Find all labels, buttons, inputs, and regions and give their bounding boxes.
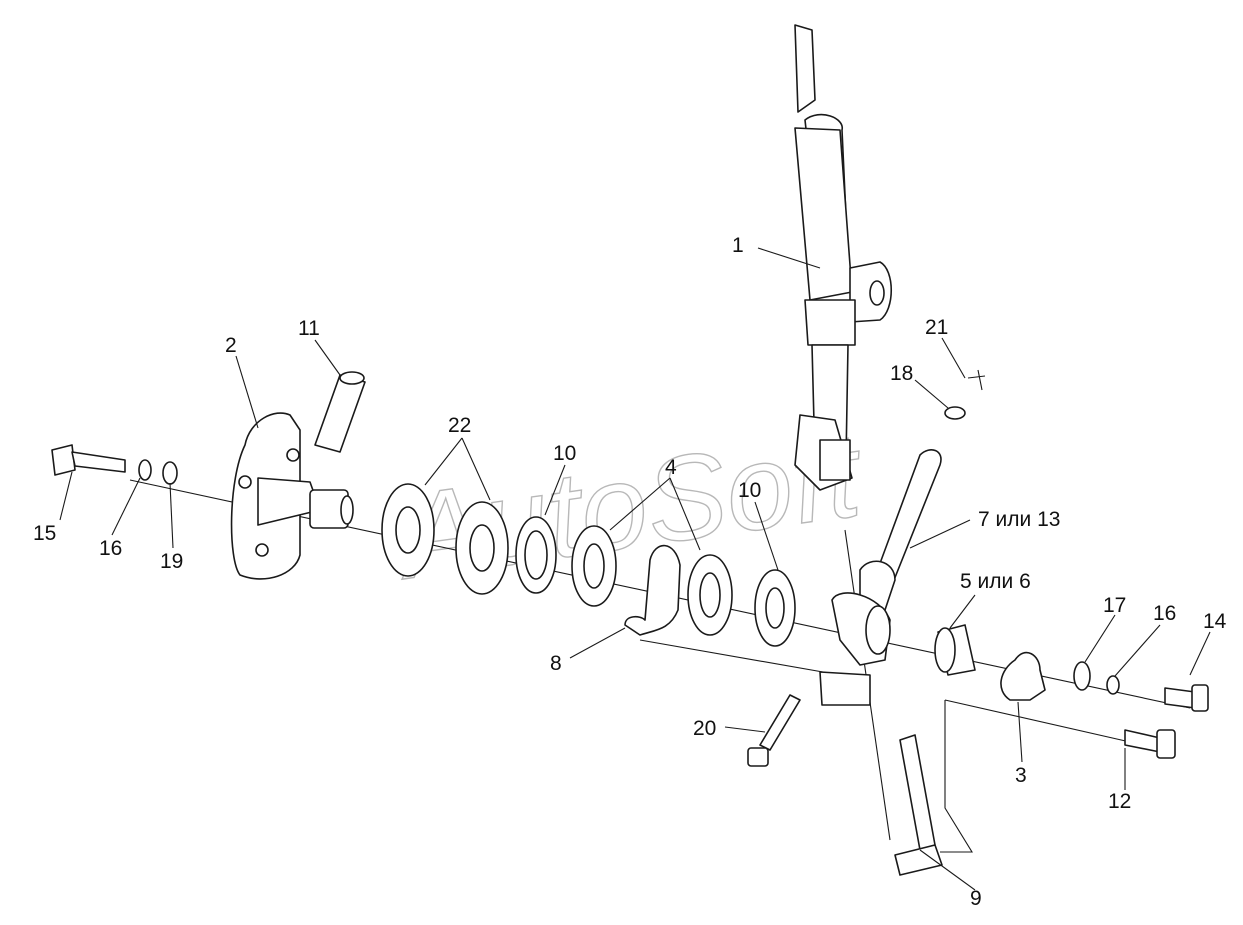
callout-4: 4 [665, 456, 677, 479]
part-20-bolt [747, 694, 801, 767]
callout-5-6: 5 или 6 [960, 570, 1031, 593]
part-18-washer [944, 406, 966, 420]
part-14-bolt [1164, 684, 1209, 712]
part-10-washer-a-hole [524, 530, 548, 580]
callout-8: 8 [550, 652, 562, 675]
callout-7-13: 7 или 13 [978, 508, 1060, 531]
callout-18: 18 [890, 362, 913, 385]
part-17-washer [1073, 661, 1091, 691]
callout-2: 2 [225, 334, 237, 357]
callout-3: 3 [1015, 764, 1027, 787]
part-11-pin [314, 371, 366, 453]
callout-22: 22 [448, 414, 471, 437]
part-5-6-bushing [934, 624, 976, 676]
callout-21: 21 [925, 316, 948, 339]
callout-16-right: 16 [1153, 602, 1176, 625]
part-19-washer [162, 461, 178, 485]
callout-9: 9 [970, 887, 982, 910]
part-7-13-lever-arm [819, 449, 942, 706]
part-2-flange-plate [230, 412, 354, 580]
part-10b-washer-hole [699, 572, 721, 618]
part-21-cotter-pin [967, 369, 986, 391]
callout-1: 1 [732, 234, 744, 257]
part-10c-washer-hole [765, 587, 785, 629]
callout-10-a: 10 [553, 442, 576, 465]
part-22-washer-a-hole [395, 506, 421, 554]
part-1-tube-lever [794, 24, 892, 491]
part-16-spring-washer-right [1106, 675, 1120, 695]
part-3-clamp [1000, 651, 1046, 701]
callout-16-left: 16 [99, 537, 122, 560]
callout-14: 14 [1203, 610, 1227, 633]
part-12-bolt [1124, 729, 1176, 759]
part-16-spring-washer-left [138, 459, 152, 481]
callout-11: 11 [298, 317, 320, 340]
part-22-washer-b-hole [469, 524, 495, 572]
callout-19: 19 [160, 550, 183, 573]
callout-17: 17 [1103, 594, 1126, 617]
part-15-bolt [51, 444, 126, 476]
part-9-bracket [894, 734, 943, 876]
part-4-washer-hole [583, 543, 605, 589]
callout-12: 12 [1108, 790, 1131, 813]
callout-labels: 1 2 11 22 10 4 10 7 или 13 5 или 6 8 21 … [33, 234, 1227, 910]
callout-20: 20 [693, 717, 716, 740]
callout-10-b: 10 [738, 479, 761, 502]
leader-lines [59, 247, 1211, 891]
part-8-tab-washer [624, 544, 681, 636]
washer-stack [381, 483, 796, 647]
callout-15: 15 [33, 522, 56, 545]
